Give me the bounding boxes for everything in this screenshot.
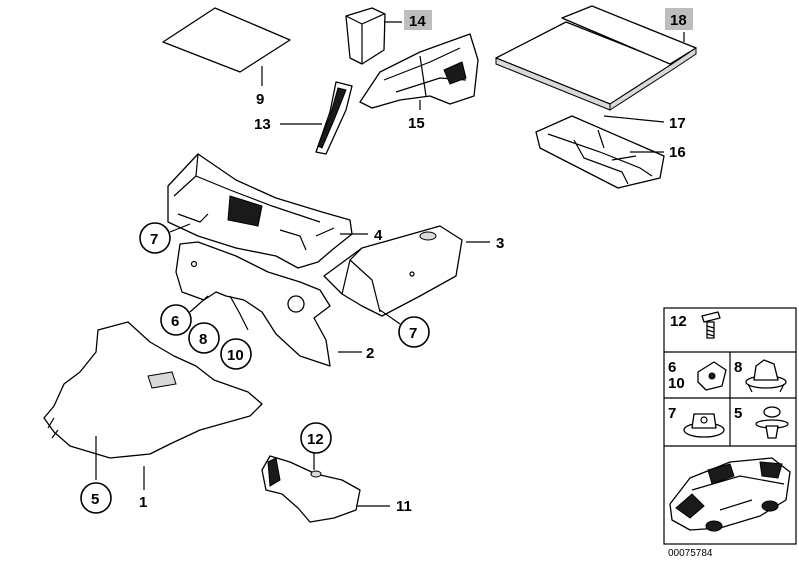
fastener-12: 12 bbox=[670, 311, 721, 339]
part-9-insulation-mat bbox=[162, 7, 291, 86]
svg-text:10: 10 bbox=[668, 375, 685, 392]
part-4-bulkhead-upper bbox=[167, 153, 368, 269]
svg-text:6: 6 bbox=[171, 313, 179, 330]
part-11-side-insulation bbox=[261, 450, 390, 523]
part-17-18-headliner-mats bbox=[495, 5, 697, 123]
callout-15: 15 bbox=[408, 115, 425, 132]
callout-1: 1 bbox=[139, 494, 147, 511]
callout-13: 13 bbox=[254, 116, 271, 133]
callout-8-circle: 8 bbox=[188, 322, 220, 354]
callout-5-circle: 5 bbox=[80, 482, 112, 514]
svg-text:12: 12 bbox=[307, 431, 324, 448]
callout-11: 11 bbox=[396, 498, 412, 515]
fastener-6-10: 6 10 bbox=[668, 359, 727, 392]
part-15-insulation-piece bbox=[359, 33, 479, 110]
callout-14-highlight bbox=[404, 10, 432, 30]
callout-7-left: 7 bbox=[139, 222, 191, 254]
part-13-seal-strip bbox=[280, 81, 353, 155]
callout-2: 2 bbox=[366, 345, 374, 362]
callout-16: 16 bbox=[669, 144, 686, 161]
callout-18: 18 bbox=[670, 12, 687, 29]
part-16-rear-insulation bbox=[535, 115, 665, 189]
document-number: 00075784 bbox=[668, 548, 713, 559]
svg-text:7: 7 bbox=[409, 325, 417, 342]
svg-text:6: 6 bbox=[668, 359, 676, 376]
svg-text:7: 7 bbox=[668, 405, 676, 422]
svg-text:8: 8 bbox=[734, 359, 742, 376]
callout-7-right: 7 bbox=[398, 316, 430, 348]
svg-text:5: 5 bbox=[734, 405, 742, 422]
callout-4: 4 bbox=[374, 227, 383, 244]
svg-text:10: 10 bbox=[227, 347, 244, 364]
callout-17: 17 bbox=[669, 115, 686, 132]
callout-9: 9 bbox=[256, 91, 264, 108]
part-3-tunnel-insulation bbox=[323, 225, 490, 325]
svg-text:5: 5 bbox=[91, 491, 99, 508]
svg-text:12: 12 bbox=[670, 313, 687, 330]
callout-12-circle: 12 bbox=[300, 422, 332, 454]
callout-3: 3 bbox=[496, 235, 504, 252]
part-1-floor-mat bbox=[43, 321, 263, 490]
callout-6-circle: 6 bbox=[160, 295, 209, 336]
fastener-5: 5 bbox=[734, 405, 789, 439]
callout-18-highlight bbox=[665, 8, 693, 30]
fastener-8: 8 bbox=[734, 359, 787, 393]
fastener-7: 7 bbox=[668, 405, 725, 438]
svg-text:8: 8 bbox=[199, 331, 207, 348]
svg-text:7: 7 bbox=[150, 231, 158, 248]
part-14-block bbox=[345, 7, 402, 65]
part-2-firewall-insulation bbox=[175, 241, 362, 367]
car-locator-icon bbox=[669, 457, 791, 532]
callout-10-circle: 10 bbox=[220, 338, 252, 370]
callout-14: 14 bbox=[409, 13, 426, 30]
